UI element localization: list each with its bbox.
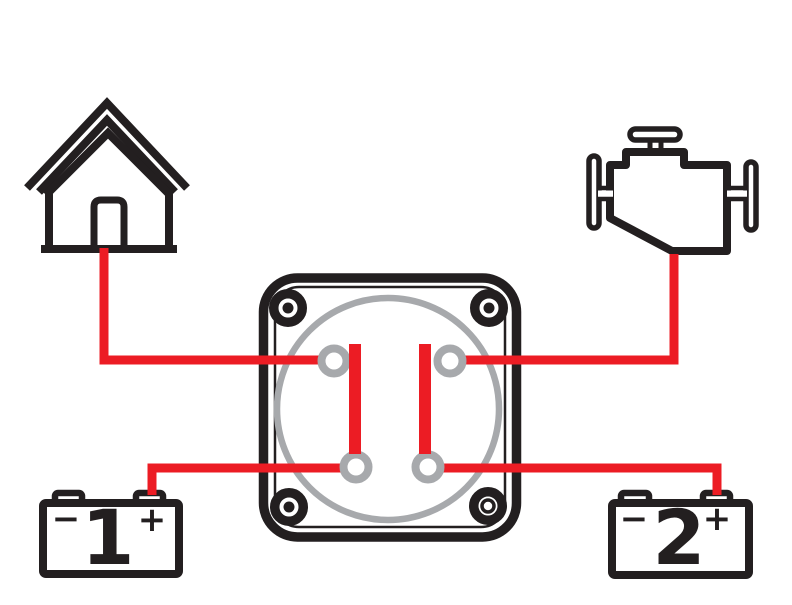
engine-icon (586, 126, 759, 255)
wire-engine-to-switch (450, 254, 679, 365)
house-roof-outer (24, 97, 190, 191)
house-roof-inner (36, 114, 178, 195)
switch-terminal-posts (317, 344, 467, 484)
wire-battery-1-to-switch (147, 463, 356, 495)
contact-bar-right (419, 344, 431, 454)
switch-screw-top-right (470, 289, 508, 327)
switch-screw-top-left (269, 289, 307, 327)
battery-1-positive-label: + (138, 500, 167, 540)
house-door (90, 196, 128, 253)
wire-house-to-switch (99, 248, 334, 365)
battery-1-number: 1 (82, 493, 135, 582)
switch-contact-bars (349, 344, 431, 454)
switch-housing (258, 273, 522, 542)
engine-mount-left-arm-gap (598, 190, 613, 197)
terminal-post-bottom-left (339, 450, 373, 484)
wires (99, 248, 722, 495)
terminal-post-top-right (433, 344, 467, 378)
battery-2-positive-label: + (703, 499, 732, 539)
battery-2-negative-label: − (620, 499, 649, 539)
engine-cap-bar (627, 126, 683, 143)
battery-2-icon: − 2 + (608, 489, 753, 582)
battery-2-body (608, 499, 753, 579)
engine-mount-left (586, 153, 602, 231)
house-body-roof (43, 127, 173, 198)
battery-switch-icon (258, 273, 522, 542)
terminal-post-top-left (317, 344, 351, 378)
engine-mount-right-arm (726, 185, 748, 202)
wire-battery-2-to-switch (428, 463, 722, 495)
battery-1-icon: − 1 + (39, 489, 183, 582)
engine-mount-right-arm-gap (727, 190, 747, 197)
contact-bar-left (349, 344, 361, 454)
engine-body (606, 148, 731, 255)
house-icon (24, 97, 190, 253)
terminal-post-bottom-right (411, 450, 445, 484)
engine-cap-stems (647, 140, 664, 154)
engine-mount-right (743, 159, 759, 233)
battery-1-body (39, 499, 183, 578)
switch-screw-bottom-right (469, 487, 507, 525)
switch-screw-bottom-left (270, 488, 308, 526)
battery-1-negative-label: − (52, 499, 81, 539)
engine-mount-left-arm (597, 185, 614, 202)
battery-2-number: 2 (653, 493, 706, 582)
switch-dial-circle (273, 294, 503, 524)
